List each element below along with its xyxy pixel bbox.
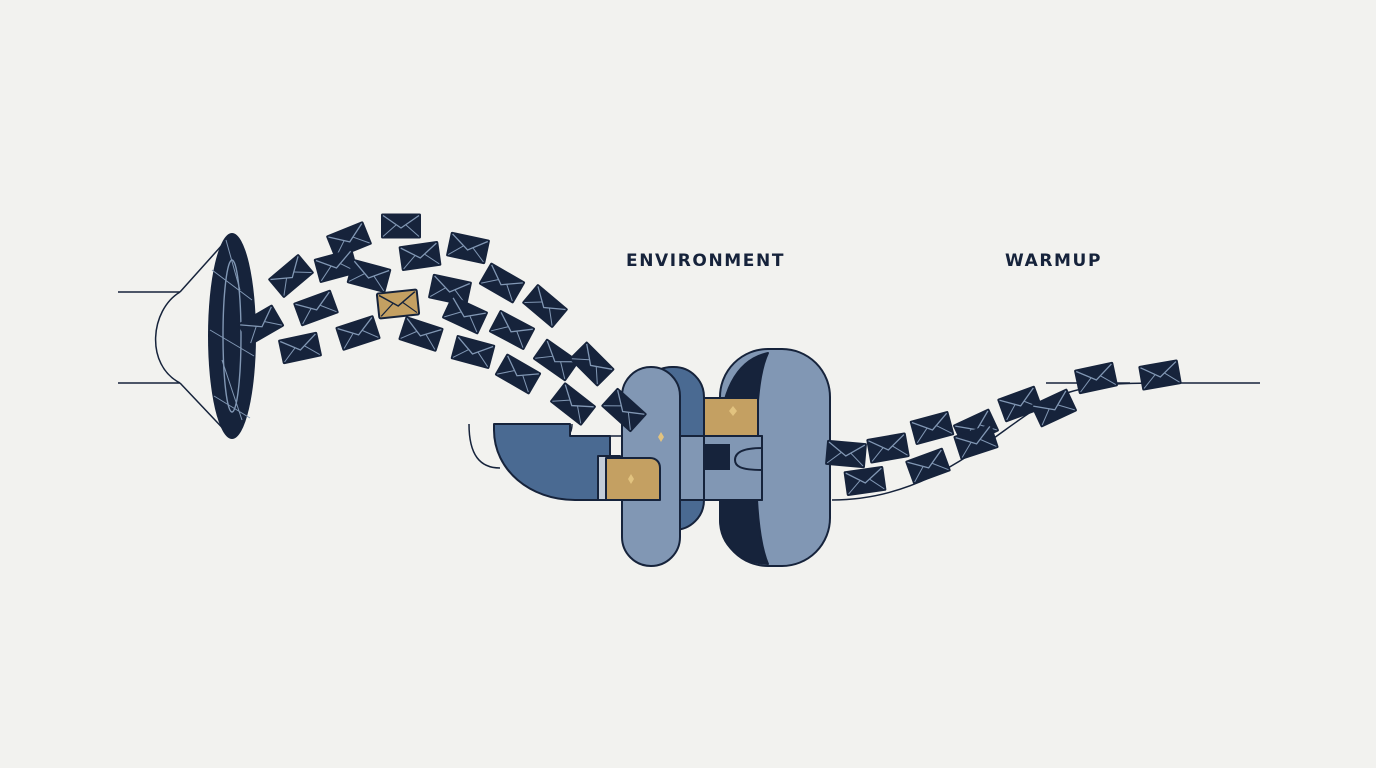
envelope-icon [520,282,570,330]
envelope-icon [842,465,888,497]
megaphone-icon [118,233,256,439]
envelope-icon [865,431,911,465]
envelope-icon [334,314,382,352]
warmup-label: WARMUP [1005,251,1103,271]
envelope-icon [1073,360,1119,396]
envelope-stream [236,212,648,434]
envelope-icon [397,315,445,353]
envelope-icon [277,330,323,366]
envelope-icon [449,334,497,370]
envelope-icon [266,252,316,300]
envelope-icon [445,230,491,266]
envelope-icon [477,261,527,305]
envelope-icon [548,381,598,427]
sparkle-icon [628,406,737,484]
envelope-icon [1137,358,1183,392]
envelope-icon [908,410,956,446]
envelope-icon [345,258,393,294]
envelope-icon [397,240,443,272]
pipe-connector-icon [493,348,831,567]
envelope-icon [824,439,868,469]
warmup-envelope-stream [824,358,1183,497]
envelope-icon [904,446,952,486]
environment-label: ENVIRONMENT [626,251,786,271]
envelope-icon [568,340,616,388]
envelope-icon [292,288,340,328]
envelope-icon [380,212,422,240]
envelope-icon [487,308,537,352]
gold-envelope-icon [375,288,421,320]
